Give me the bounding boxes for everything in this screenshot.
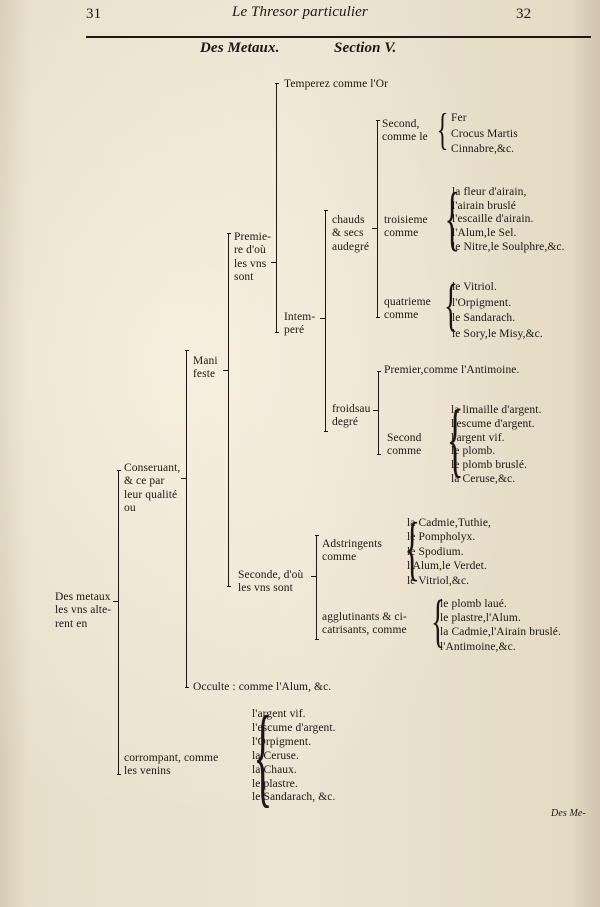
intempere-label: Intem-peré xyxy=(284,311,316,337)
manifeste-bracket xyxy=(227,233,233,587)
froids-bracket xyxy=(377,371,383,455)
running-title: Le Thresor particulier xyxy=(232,4,368,20)
adstringents-list: la Cadmie,Tuthie,le Pompholyx.le Spodium… xyxy=(407,517,492,587)
premier-froid-label: Premier,comme l'Antimoine. xyxy=(384,364,520,376)
seconde-bracket xyxy=(315,535,321,640)
second-froid-list: la limaille d'argent.l'escume d'argent.l… xyxy=(451,404,542,485)
chauds-bracket xyxy=(376,120,382,318)
temperez-label: Temperez comme l'Or xyxy=(284,78,389,90)
agglutinants-label: agglutinants & ci-catrisants, comme xyxy=(322,611,407,637)
page-number-left: 31 xyxy=(86,6,102,22)
curly-brace-agglutinants: { xyxy=(430,588,445,653)
header-rule xyxy=(86,36,591,38)
occulte-label: Occulte : comme l'Alum, &c. xyxy=(193,681,332,693)
catchword: Des Me- xyxy=(551,808,586,819)
section-title: Des Metaux. xyxy=(200,40,280,56)
page-number-right: 32 xyxy=(516,6,532,22)
section-number: Section V. xyxy=(334,40,397,56)
curly-brace-quatrieme: { xyxy=(443,272,458,337)
corrompant-list: l'argent vif.l'escume d'argent.l'Orpigme… xyxy=(252,708,336,804)
curly-brace-troisieme: { xyxy=(444,178,461,258)
intempere-bracket xyxy=(324,210,330,432)
curly-brace-corrompant: { xyxy=(253,694,273,818)
conservant-bracket xyxy=(185,350,191,688)
curly-brace-second-froid: { xyxy=(446,393,464,486)
quatrieme-list: le Vitriol.l'Orpigment.le Sandarach.le S… xyxy=(452,281,543,340)
agglutinants-list: le plomb laué.le plastre,l'Alum.la Cadmi… xyxy=(440,598,561,653)
root-bracket xyxy=(117,470,123,775)
curly-brace-second-chaud: { xyxy=(436,105,449,154)
curly-brace-adstringents: { xyxy=(404,508,421,588)
second-chaud-label: Second,comme le xyxy=(382,118,428,144)
premiere-bracket xyxy=(275,83,281,333)
